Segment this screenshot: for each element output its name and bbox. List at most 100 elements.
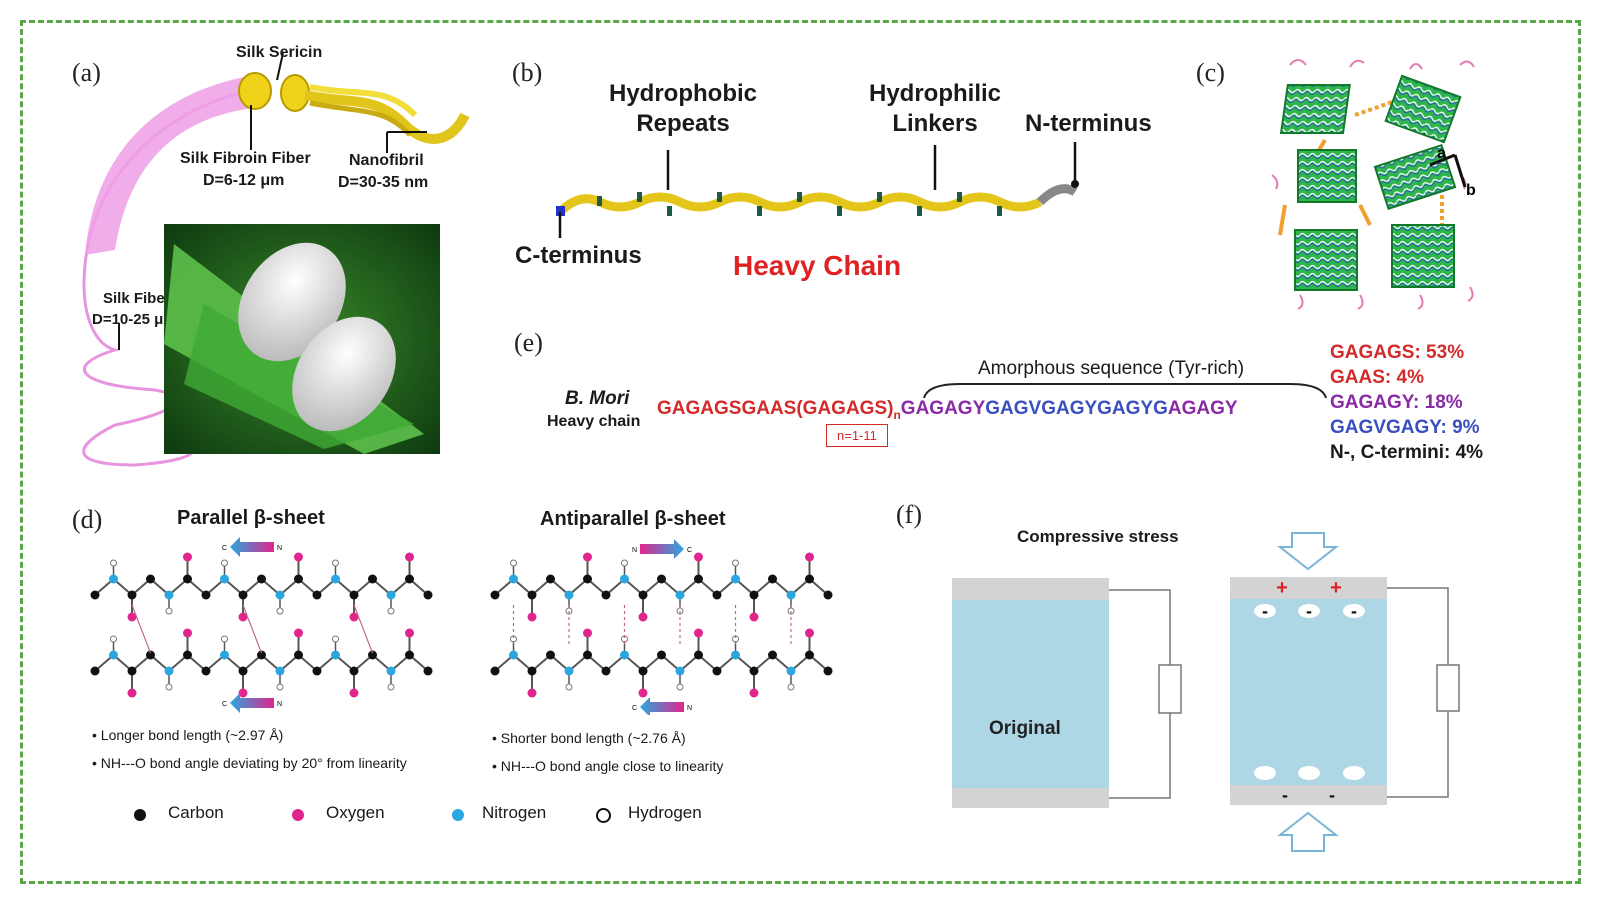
parallel-note-2-text: NH---O bond angle deviating by 20° from … xyxy=(100,755,407,771)
sericin-left xyxy=(238,72,272,110)
carbon-atom xyxy=(823,666,833,676)
plus-charge: + xyxy=(1330,577,1342,599)
carbon-atom xyxy=(490,666,500,676)
seq-gagvgagy: GAGVGAGYGAGYG xyxy=(985,398,1168,419)
nitrogen-atom xyxy=(731,574,740,584)
oxygen-atom xyxy=(749,688,759,698)
compressed-top-electrode xyxy=(1230,577,1387,599)
arrow-terminus-label: N xyxy=(277,545,282,552)
carbon-atom xyxy=(694,574,703,584)
crystal-network-diagram: a b xyxy=(1271,59,1476,310)
arrow-terminus-label: N xyxy=(632,547,637,554)
oxygen-atom xyxy=(127,612,137,622)
arrow-terminus-label: C xyxy=(632,705,637,712)
carbon-atom xyxy=(583,574,592,584)
nitrogen-atom xyxy=(164,666,174,676)
arrow-terminus-label: C xyxy=(222,545,227,552)
panel-c-label: (c) xyxy=(1196,58,1225,87)
carbon-atom xyxy=(90,590,100,600)
antiparallel-note-1: • Shorter bond length (~2.76 Å) xyxy=(492,730,686,746)
carbon-atom xyxy=(749,666,759,676)
hydrogen-atom xyxy=(787,683,795,691)
carbon-atom xyxy=(349,590,359,600)
plus-charge: + xyxy=(1276,577,1288,599)
carbon-atom xyxy=(257,574,266,584)
crystal-blocks xyxy=(1279,74,1462,291)
cocoon-lower xyxy=(292,316,396,432)
carbon-atom xyxy=(146,650,155,660)
original-body xyxy=(952,600,1109,788)
nitrogen-atom xyxy=(564,590,574,600)
oxygen-atom xyxy=(583,552,592,562)
original-resistor xyxy=(1158,664,1182,714)
minus-charge: - xyxy=(1306,601,1312,621)
axis-b-label: b xyxy=(1466,182,1476,199)
c-terminus-tail xyxy=(556,206,565,216)
carbon-atom xyxy=(527,590,537,600)
carbon-atom xyxy=(823,590,833,600)
carbon-atom xyxy=(201,666,211,676)
carbon-swatch xyxy=(134,809,146,821)
carbon-atom xyxy=(257,650,266,660)
hydrophilic-label-1: Hydrophilic xyxy=(868,80,1001,107)
legend-nitrogen: Nitrogen xyxy=(482,803,547,822)
axis-a-label: a xyxy=(1437,145,1446,162)
hydrogen-atom xyxy=(565,683,573,691)
hydrogen-atom xyxy=(676,683,684,691)
oxygen-atom xyxy=(638,612,648,622)
carbon-atom xyxy=(768,574,777,584)
nitrogen-atom xyxy=(386,666,396,676)
carbon-atom xyxy=(90,666,100,676)
silk-fiber-name-label: Silk Fiber xyxy=(103,290,171,307)
nitrogen-atom xyxy=(331,574,340,584)
hydrogen-atom xyxy=(510,559,517,567)
nitrogen-atom xyxy=(109,574,118,584)
linker-marks xyxy=(597,192,1002,216)
hydrogen-atom xyxy=(165,683,173,691)
hydrogen-atom xyxy=(387,683,395,691)
seq-gagagy: GAGAGY xyxy=(900,398,986,419)
oxygen-atom xyxy=(294,552,303,562)
minus-charge: - xyxy=(1262,601,1268,621)
silk-hierarchy-diagram xyxy=(82,52,470,467)
compressed-bottom-electrode xyxy=(1230,785,1387,805)
chain-label: Heavy chain xyxy=(547,413,641,430)
negative-ellipses xyxy=(1254,604,1365,780)
oxygen-atom xyxy=(694,628,703,638)
oxygen-atom xyxy=(749,612,759,622)
composition-item: GAGAGY: 18% xyxy=(1330,392,1463,413)
carbon-atom xyxy=(601,590,611,600)
arrow-terminus-label: C xyxy=(222,701,227,708)
hydrogen-atom xyxy=(110,559,117,567)
nitrogen-atom xyxy=(675,666,685,676)
nitrogen-atom xyxy=(564,666,574,676)
cocoon-upper xyxy=(238,242,346,362)
seq-subscript: n xyxy=(893,407,901,422)
nitrogen-atom xyxy=(786,666,796,676)
hydrophobic-label-2: Repeats xyxy=(636,110,730,137)
piezo-diagram: Original + + + + + - - - - - xyxy=(952,532,1460,852)
carbon-atom xyxy=(490,590,500,600)
carbon-atom xyxy=(805,650,814,660)
nitrogen-atom xyxy=(386,590,396,600)
carbon-atom xyxy=(294,574,303,584)
hydrophobic-label-1: Hydrophobic xyxy=(609,80,757,107)
nanofibril-bundle xyxy=(304,90,470,144)
carbon-atom xyxy=(694,650,703,660)
oxygen-atom xyxy=(527,612,537,622)
nanofibril-dim-label: D=30-35 nm xyxy=(338,174,429,191)
oxygen-atom xyxy=(127,688,137,698)
carbon-atom xyxy=(546,650,555,660)
arrow-terminus-label: N xyxy=(687,705,692,712)
nitrogen-atom xyxy=(109,650,118,660)
parallel-note-2: • NH---O bond angle deviating by 20° fro… xyxy=(92,755,407,771)
sericin-right xyxy=(280,74,310,112)
carbon-atom xyxy=(657,574,666,584)
carbon-atom xyxy=(638,666,648,676)
heavy-chain-diagram xyxy=(556,142,1079,238)
hydrogen-atom xyxy=(276,607,284,615)
carbon-atom xyxy=(349,666,359,676)
oxygen-atom xyxy=(183,628,192,638)
carbon-atom xyxy=(201,590,211,600)
